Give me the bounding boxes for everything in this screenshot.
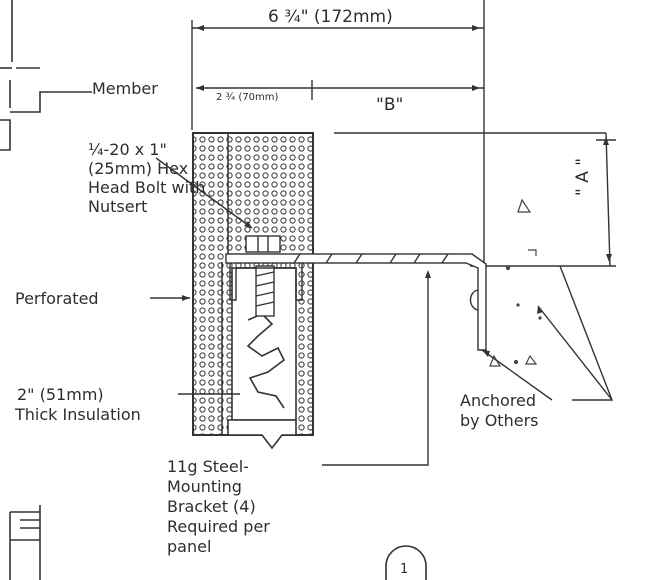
section-marker — [385, 545, 427, 580]
dimension-lines — [191, 0, 616, 272]
perforated-callout: Perforated — [15, 289, 99, 308]
anchored-callout-line: by Others — [460, 411, 539, 430]
bolt-callout-line: (25mm) Hex — [88, 159, 189, 178]
bolt-callout-line: Nutsert — [88, 197, 148, 216]
member-callout: Member — [92, 79, 158, 98]
bracket-callout-line: Bracket (4) — [167, 497, 256, 516]
bracket-callout-line: panel — [167, 537, 212, 556]
leader-arrows — [182, 221, 543, 357]
substrate-marks — [489, 198, 542, 367]
bolt-callout-line: ¼-20 x 1" — [88, 140, 167, 159]
insulation-squiggle — [246, 313, 286, 409]
overall-dimension-label: 6 ¾" (172mm) — [268, 7, 393, 27]
bracket-callout-line: Required per — [167, 517, 270, 536]
mounting-bracket — [225, 253, 487, 351]
insulation-callout-line: Thick Insulation — [15, 405, 141, 424]
right-segment-dimension-label: "B" — [376, 95, 404, 115]
panel-break-line — [227, 419, 297, 450]
left-segment-dimension-label: 2 ¾ (70mm) — [216, 92, 279, 103]
left-edge-fragments — [0, 0, 92, 580]
dimension-arrows — [196, 25, 612, 262]
hex-bolt-nutsert — [245, 235, 281, 317]
insulation-callout-line: 2" (51mm) — [17, 385, 104, 404]
vertical-dimension-label: " A " — [573, 157, 593, 196]
bracket-callout-line: 11g Steel- — [167, 457, 249, 476]
bracket-callout-line: Mounting — [167, 477, 242, 496]
bolt-callout-line: Head Bolt with — [88, 178, 206, 197]
anchored-callout-line: Anchored — [460, 391, 537, 410]
section-marker-number: 1 — [400, 562, 409, 577]
